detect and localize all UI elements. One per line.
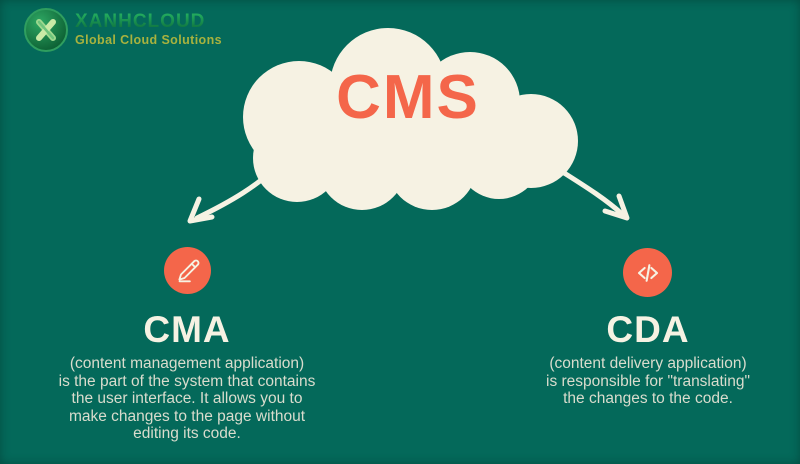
brand-logo: XANHCLOUD Global Cloud Solutions <box>24 8 222 52</box>
arrow-right <box>538 155 625 217</box>
cda-description-line: (content delivery application) <box>549 355 747 372</box>
cma-description-line: is the part of the system that contains <box>58 372 316 390</box>
cma-description-line: the user interface. It allows you to <box>71 390 303 408</box>
cms-cloud-shape <box>243 28 578 210</box>
xanhcloud-x-logo-icon <box>24 8 68 52</box>
brand-text-block: XANHCLOUD Global Cloud Solutions <box>75 12 222 47</box>
arrow-left <box>194 158 286 221</box>
brand-name: XANHCLOUD <box>75 12 222 32</box>
cda-description-line: the changes to the code. <box>563 390 733 408</box>
cms-title: CMS <box>336 63 480 132</box>
x-glyph-icon <box>36 19 56 41</box>
cma-description: (content management application) is the … <box>17 355 357 443</box>
cma-pencil-badge <box>164 247 211 294</box>
cma-description-line: editing its code. <box>133 425 241 443</box>
cma-heading: CMA <box>143 309 231 350</box>
cma-description-line: make changes to the page without <box>68 407 306 425</box>
cma-description-line: (content management application) <box>69 355 305 372</box>
arrow-right-head-icon <box>602 193 630 221</box>
arrow-left-head-icon <box>187 196 215 224</box>
pencil-icon <box>177 259 199 282</box>
code-icon <box>637 263 658 282</box>
brand-tagline: Global Cloud Solutions <box>75 33 222 48</box>
cda-heading: CDA <box>606 309 690 350</box>
cda-code-badge <box>623 248 672 297</box>
cda-description-line: is responsible for "translating" <box>546 372 750 390</box>
cda-description: (content delivery application) is respon… <box>478 355 800 408</box>
